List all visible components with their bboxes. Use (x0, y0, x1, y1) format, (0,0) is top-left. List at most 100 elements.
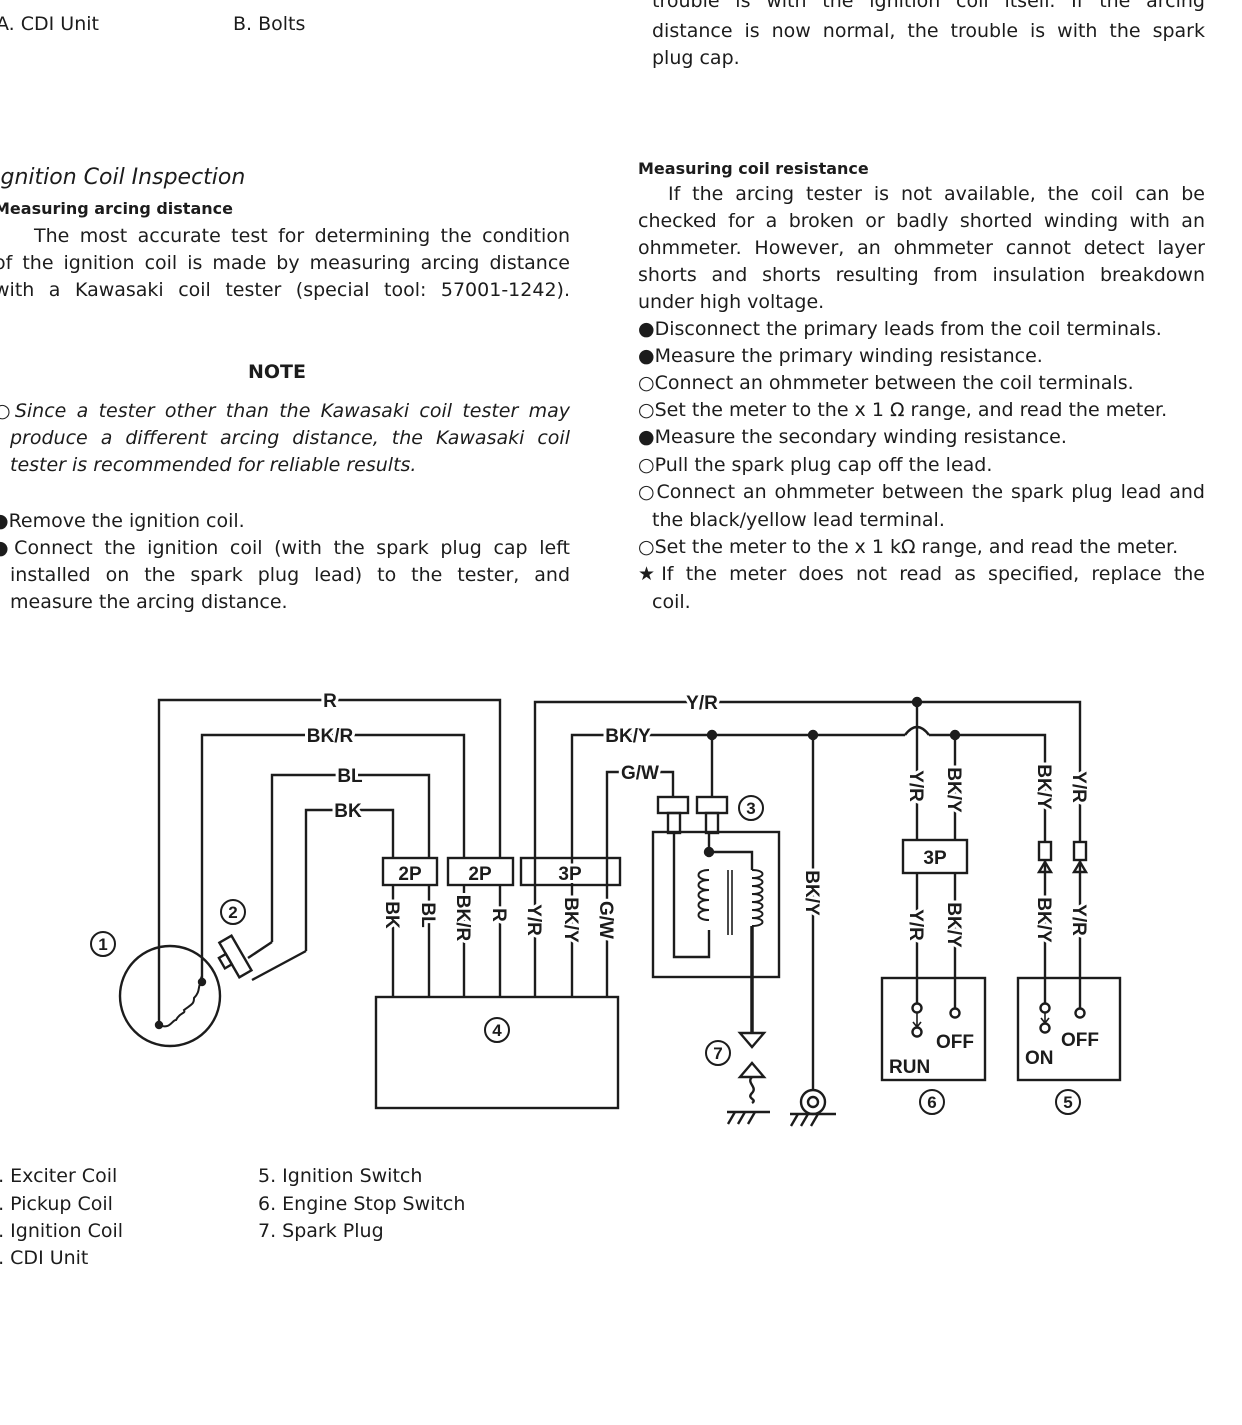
callout-1: 1 (90, 931, 116, 957)
paragraph-line: shorts and shorts resulting from insulat… (638, 264, 1205, 286)
ground-icon (726, 1110, 770, 1125)
step-line: installed on the spark plug lead) to the… (10, 564, 570, 586)
connector-2p-b (446, 856, 515, 887)
connector-label: 2P (398, 864, 422, 885)
coil-winding-icon (158, 975, 203, 1028)
callout-7: 7 (705, 1040, 731, 1066)
wire-bk (304, 808, 395, 997)
svg-text:5: 5 (1063, 1093, 1072, 1112)
legend-item: 1. Exciter Coil (0, 1165, 118, 1187)
wire-label: G/W (595, 901, 616, 939)
note-line: produce a different arcing distance, the… (10, 427, 570, 449)
note-line: tester is recommended for reliable resul… (10, 454, 417, 476)
step-line: ●Remove the ignition coil. (0, 510, 245, 532)
switch-label-on: ON (1025, 1048, 1054, 1069)
wire-label: R (488, 908, 509, 922)
ignition-coil (651, 830, 781, 979)
note-line: ○Since a tester other than the Kawasaki … (0, 400, 570, 422)
pickup-coil (217, 934, 254, 979)
svg-text:7: 7 (713, 1044, 722, 1063)
wire-label: BK/R (307, 726, 354, 747)
connector-3p-a (519, 856, 622, 887)
connector-label: 3P (923, 848, 947, 869)
step-line: ○Connect an ohmmeter between the spark p… (638, 481, 1205, 503)
wire-label: BK/Y (943, 902, 964, 948)
step-line: ★If the meter does not read as specified… (638, 563, 1205, 585)
svg-text:6: 6 (927, 1093, 936, 1112)
paragraph-line: trouble is with the ignition coil itself… (652, 0, 1205, 12)
wire-label: Y/R (686, 693, 718, 714)
frame-ground-icon (799, 1088, 827, 1116)
svg-text:3: 3 (746, 799, 755, 818)
wire-label: BK (381, 901, 402, 929)
svg-text:2: 2 (228, 903, 237, 922)
paragraph-line: ohmmeter. However, an ohmmeter cannot de… (638, 237, 1205, 259)
subsection-title-arcing: Measuring arcing distance (0, 199, 233, 218)
svg-text:1: 1 (98, 935, 107, 954)
callout-4: 4 (484, 1017, 510, 1043)
section-title: Ignition Coil Inspection (0, 165, 246, 190)
paragraph-line: distance is now normal, the trouble is w… (652, 20, 1205, 42)
svg-text:4: 4 (492, 1021, 502, 1040)
primary-winding-icon (697, 869, 710, 921)
paragraph-line: The most accurate test for determining t… (34, 225, 570, 247)
wire-label: Y/R (1068, 771, 1089, 803)
wire-label: G/W (621, 763, 659, 784)
wire-label: BL (337, 766, 363, 787)
wire-label: Y/R (1068, 904, 1089, 936)
wire-label: R (323, 691, 337, 712)
legend-item: 2. Pickup Coil (0, 1193, 113, 1215)
paragraph-line: with a Kawasaki coil tester (special too… (0, 279, 570, 301)
cdi-unit (374, 995, 620, 1110)
wire-label: BK/Y (801, 870, 822, 916)
wire-label: BK/Y (1033, 764, 1054, 810)
wire-label: Y/R (905, 770, 926, 802)
legend-item: 5. Ignition Switch (258, 1165, 423, 1187)
step-line: measure the arcing distance. (10, 591, 288, 613)
wire-label: BK (334, 801, 362, 822)
wire-gw (605, 770, 675, 997)
paragraph-line: of the ignition coil is made by measurin… (0, 252, 570, 274)
caption-b: B. Bolts (233, 13, 306, 35)
engine-stop-switch (880, 976, 987, 1082)
paragraph-line: under high voltage. (638, 291, 825, 313)
legend-item: 3. Ignition Coil (0, 1220, 124, 1242)
callout-5: 5 (1055, 1089, 1081, 1115)
ground-icon (789, 1112, 836, 1127)
switch-label-off: OFF (936, 1032, 974, 1053)
exciter-coil (118, 944, 222, 1048)
callout-3: 3 (738, 795, 764, 821)
step-line: ○Set the meter to the x 1 Ω range, and r… (638, 399, 1168, 421)
ignition-switch (1016, 976, 1122, 1082)
step-line: ●Measure the primary winding resistance. (638, 345, 1043, 367)
paragraph-line: If the arcing tester is not available, t… (668, 183, 1205, 205)
note-heading: NOTE (248, 361, 306, 383)
wire-r (157, 698, 502, 1025)
wire-label: BK/Y (943, 767, 964, 813)
wire-label: BK/R (452, 895, 473, 942)
legend-item: 4. CDI Unit (0, 1247, 89, 1269)
wire-label: Y/R (905, 909, 926, 941)
connector-2p-a (381, 856, 439, 887)
connector-label: 2P (468, 864, 492, 885)
callout-6: 6 (919, 1089, 945, 1115)
paragraph-line: plug cap. (652, 47, 740, 69)
callout-2: 2 (220, 899, 246, 925)
secondary-winding-icon (751, 869, 764, 927)
legend-item: 6. Engine Stop Switch (258, 1193, 466, 1215)
connector-label: 3P (558, 864, 582, 885)
connector-3p-b (901, 838, 969, 875)
step-line: coil. (652, 591, 691, 613)
step-line: ●Disconnect the primary leads from the c… (638, 318, 1162, 340)
spark-plug-icon (737, 1031, 767, 1104)
wire-label: BK/Y (605, 726, 651, 747)
wire-label: BK/Y (1033, 897, 1054, 943)
step-line: ○Connect an ohmmeter between the coil te… (638, 372, 1134, 394)
wire-bky-main (570, 733, 905, 997)
switch-label-run: RUN (889, 1057, 930, 1078)
step-line: ●Connect the ignition coil (with the spa… (0, 537, 570, 559)
switch-label-off: OFF (1061, 1030, 1099, 1051)
subsection-title-resistance: Measuring coil resistance (638, 159, 869, 178)
wire-label: BK/Y (560, 897, 581, 943)
